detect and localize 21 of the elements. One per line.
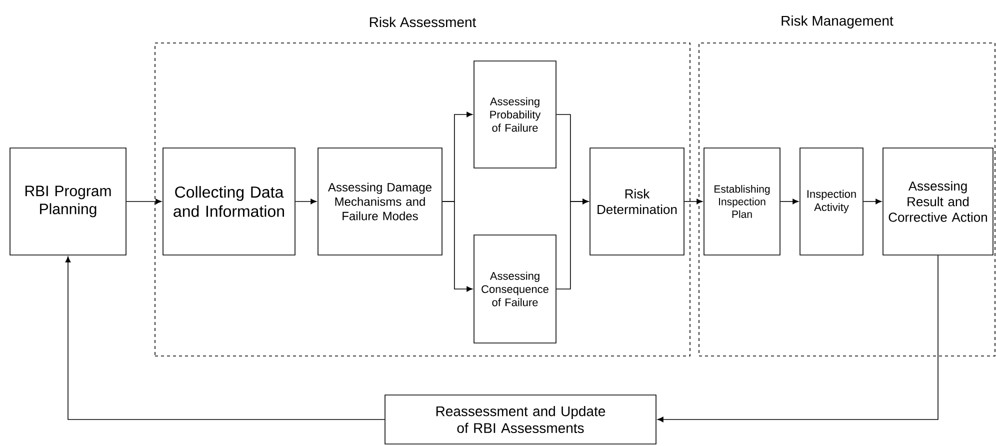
group-title: Risk Management (782, 15, 894, 29)
arrow (780, 198, 799, 204)
arrow (657, 255, 938, 422)
process-box: Assessing Probability of Failure (474, 60, 556, 168)
arrow (556, 198, 589, 290)
process-box: Establishing Inspection Plan (704, 148, 780, 256)
process-box: Assessing Consequence of Failure (474, 234, 556, 344)
arrow (295, 198, 317, 204)
group-title: Risk Assessment (370, 16, 476, 28)
process-box: RBI Program Planning (10, 148, 126, 256)
arrow (863, 198, 882, 204)
process-box: Inspection Activity (800, 148, 864, 256)
process-box: Reassessment and Update of RBI Assessments (384, 394, 656, 444)
arrow (684, 198, 703, 204)
process-box: Assessing Damage Mechanisms and Failure Modes (318, 148, 442, 256)
process-box: Assessing Result and Corrective Action (882, 148, 994, 256)
process-box: Collecting Data and Information (162, 148, 296, 256)
arrow (126, 198, 162, 204)
process-box: Risk Determination (590, 148, 684, 256)
arrow (442, 201, 473, 292)
arrow (65, 256, 385, 420)
